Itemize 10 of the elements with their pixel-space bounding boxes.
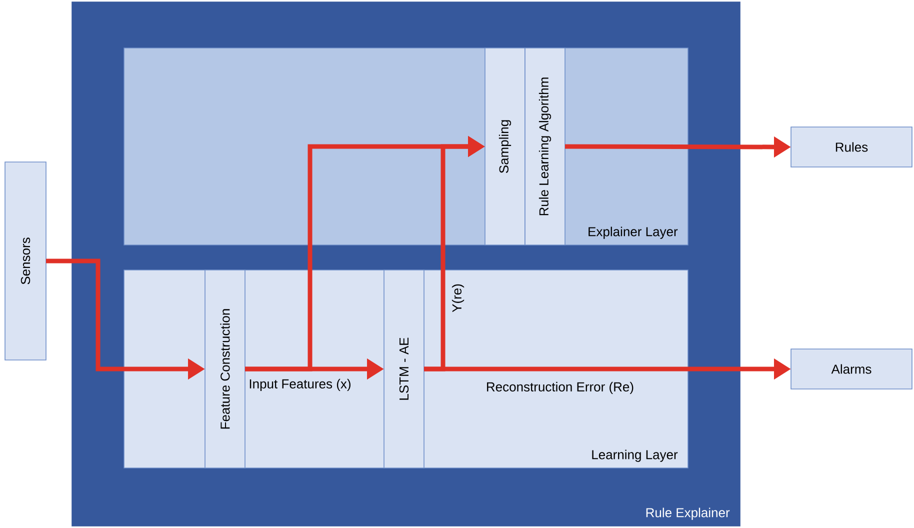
process-box: LSTM - AE [384,270,424,468]
process-box: Sampling [484,48,526,246]
process-box: Alarms [790,348,912,390]
process-box: Rule Learning Algorithm [524,48,566,246]
edge-label: Y(re) [450,282,466,314]
process-box: Rules [790,126,912,168]
edge-label: Reconstruction Error (Re) [484,380,636,396]
process-box: Feature Construction [204,270,246,468]
edge-label: Input Features (x) [248,378,352,392]
process-box: Sensors [4,162,46,360]
